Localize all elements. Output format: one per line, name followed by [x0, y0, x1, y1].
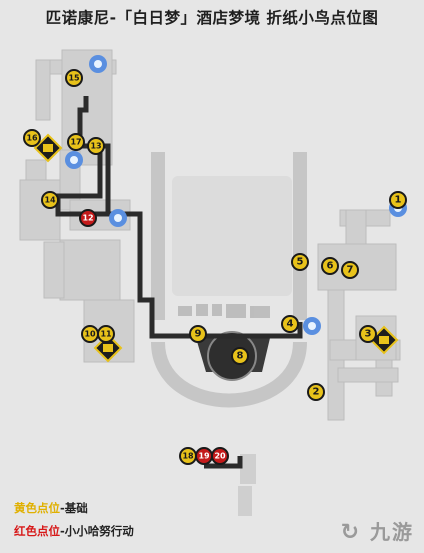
legend-yellow: 黄色点位-基础: [14, 497, 134, 520]
marker-number: 9: [195, 329, 202, 340]
marker-14: 14: [41, 191, 59, 209]
marker-10: 10: [81, 325, 99, 343]
marker-number: 11: [100, 330, 112, 339]
marker-number: 4: [287, 319, 294, 330]
marker-number: 14: [44, 196, 56, 205]
marker-1: 1: [389, 191, 407, 209]
marker-circle: [359, 325, 377, 343]
marker-12: 12: [79, 209, 97, 227]
marker-number: 6: [327, 261, 334, 272]
marker-circle: [281, 315, 299, 333]
marker-number: 17: [70, 138, 81, 147]
marker-number: 18: [182, 452, 194, 461]
legend-red: 红色点位-小小哈努行动: [14, 520, 134, 543]
blurred-area: [178, 304, 270, 318]
marker-number: 13: [90, 142, 101, 151]
marker-number: 10: [84, 330, 96, 339]
marker-18: 18: [179, 447, 197, 465]
marker-circle: [231, 347, 249, 365]
marker-20: 20: [211, 447, 229, 465]
marker-circle: [23, 129, 41, 147]
marker-16: 16: [23, 129, 41, 147]
legend-red-desc: -小小哈努行动: [60, 524, 134, 538]
marker-3: 3: [359, 325, 377, 343]
marker-number: 1: [395, 195, 402, 206]
marker-2: 2: [307, 383, 325, 401]
legend-yellow-desc: -基础: [60, 501, 88, 515]
marker-number: 5: [297, 257, 304, 268]
marker-19: 19: [195, 447, 213, 465]
marker-circle: [291, 253, 309, 271]
marker-number: 15: [68, 74, 80, 83]
marker-circle: [389, 191, 407, 209]
marker-17: 17: [67, 133, 85, 151]
legend: 黄色点位-基础 红色点位-小小哈努行动: [14, 497, 134, 543]
marker-number: 8: [237, 351, 244, 362]
central-halls: [151, 152, 307, 408]
marker-circle: [67, 133, 85, 151]
marker-number: 7: [347, 265, 354, 276]
watermark: ↻ 九游: [341, 516, 414, 545]
marker-circle: [87, 137, 105, 155]
marker-circle: [97, 325, 115, 343]
marker-circle: [307, 383, 325, 401]
marker-number: 12: [82, 214, 93, 223]
marker-circle: [211, 447, 229, 465]
marker-number: 19: [198, 452, 210, 461]
marker-6: 6: [321, 257, 339, 275]
marker-5: 5: [291, 253, 309, 271]
marker-11: 11: [97, 325, 115, 343]
marker-15: 15: [65, 69, 83, 87]
legend-red-label: 红色点位: [14, 524, 60, 538]
marker-circle: [41, 191, 59, 209]
bottom-room: [238, 454, 256, 516]
marker-circle: [189, 325, 207, 343]
watermark-text: 九游: [370, 520, 414, 544]
marker-number: 20: [214, 452, 226, 461]
legend-yellow-label: 黄色点位: [14, 501, 60, 515]
marker-circle: [79, 209, 97, 227]
marker-4: 4: [281, 315, 299, 333]
marker-9: 9: [189, 325, 207, 343]
marker-8: 8: [231, 347, 249, 365]
central-hall-fill: [172, 176, 292, 296]
marker-circle: [65, 69, 83, 87]
marker-circle: [321, 257, 339, 275]
marker-circle: [341, 261, 359, 279]
marker-number: 2: [313, 387, 320, 398]
marker-number: 3: [365, 329, 372, 340]
marker-13: 13: [87, 137, 105, 155]
jiuyou-logo-icon: ↻: [340, 520, 362, 545]
map-title: 匹诺康尼-「白日梦」酒店梦境 折纸小鸟点位图: [45, 9, 379, 27]
marker-number: 16: [26, 134, 38, 143]
marker-7: 7: [341, 261, 359, 279]
